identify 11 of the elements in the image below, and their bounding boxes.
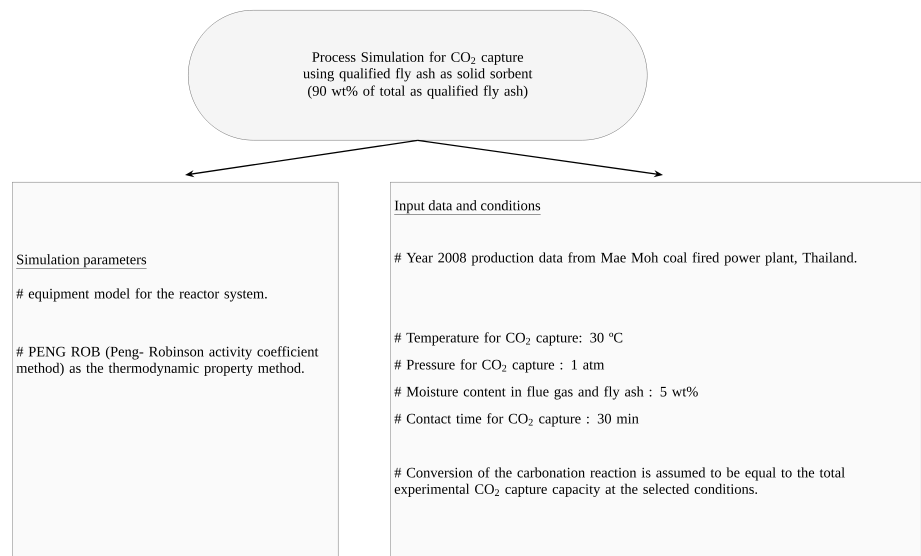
bullet-item: # equipment model for the reactor system. — [16, 288, 267, 302]
bullet-item: # Contact time for CO$_{2}$ capture : 30 min — [394, 413, 639, 426]
rounded-box: Process Simulation for CO$_{2}$ capture using qualified fly ash as solid sorbent (90 wt% of total as qualified fly ash) — [188, 10, 648, 140]
bullet-item: # PENG ROB (Peng- Robinson activity coefficient method) as the thermodynamic property method. — [16, 346, 318, 376]
bullet-item: # Year 2008 production data from Mae Moh coal fired power plant, Thailand. — [394, 252, 856, 266]
bullet-item: # Moisture content in flue gas and fly ash : 5 wt% — [394, 386, 698, 400]
section-heading: Simulation parameters — [16, 254, 147, 269]
bullet-item: # Conversion of the carbonation reaction is assumed to be equal to the total experimental CO$_{2}$ capture capacity at the selected conditions. — [394, 467, 845, 497]
bullet-item: # Temperature for CO$_{2}$ capture: 30 ºC — [394, 332, 622, 346]
bullet-item: # Pressure for CO$_{2}$ capture : 1 atm — [394, 359, 604, 372]
section-heading: Input data and conditions — [394, 200, 541, 215]
